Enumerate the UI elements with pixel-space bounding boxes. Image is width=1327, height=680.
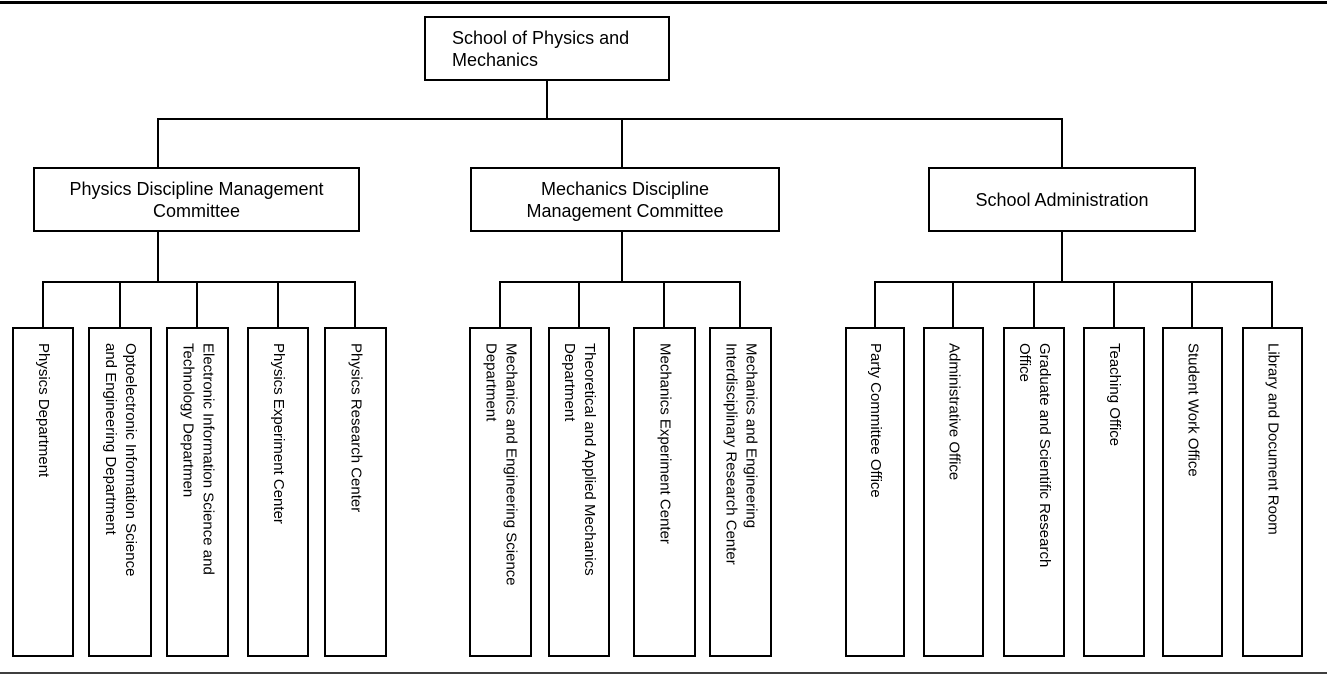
leaf-box-mechanics-interdisciplinary-research: Mechanics and Engineering Interdisciplin… [709,327,772,657]
leaf-box-administrative-office: Administrative Office [923,327,984,657]
connector-branch3-leaf3 [1033,281,1035,327]
leaf-label-student-work-office: Student Work Office [1184,343,1202,477]
leaf-box-optoelectronic-information: Optoelectronic Information Science and E… [88,327,152,657]
leaf-label-mechanics-engineering-science: Mechanics and Engineering Science Depart… [482,343,520,586]
connector-drop-branch-3 [1061,118,1063,167]
leaf-label-administrative-office: Administrative Office [945,343,963,481]
leaf-box-theoretical-applied-mechanics: Theoretical and Applied Mechanics Depart… [548,327,610,657]
connector-branch2-leaf4 [739,281,741,327]
leaf-box-physics-department: Physics Department [12,327,74,657]
branch-label-physics-discipline: Physics Discipline Management Committee [69,178,324,221]
connector-branch1-leaf2 [119,281,121,327]
connector-branch3-leaf4 [1113,281,1115,327]
root-box: School of Physics and Mechanics [424,16,670,81]
connector-branch1-drop [157,232,159,281]
leaf-box-electronic-information: Electronic Information Science and Techn… [166,327,229,657]
leaf-label-electronic-information: Electronic Information Science and Techn… [179,343,217,575]
connector-branch2-leaf3 [663,281,665,327]
leaf-label-physics-department: Physics Department [35,343,52,478]
connector-branch3-leaf1 [874,281,876,327]
leaf-label-theoretical-applied-mechanics: Theoretical and Applied Mechanics Depart… [561,343,598,576]
leaf-label-graduate-scientific-research-office: Graduate and Scientific Research Office [1016,343,1053,568]
page-bottom-rule [0,672,1327,674]
leaf-box-party-committee-office: Party Committee Office [845,327,905,657]
branch-label-school-administration: School Administration [975,189,1149,210]
root-label: School of Physics and Mechanics [452,27,630,70]
leaf-label-mechanics-interdisciplinary-research: Mechanics and Engineering Interdisciplin… [722,343,760,565]
connector-branch3-leaf5 [1191,281,1193,327]
connector-level1-bus [158,118,1062,120]
connector-root-drop [546,81,548,118]
leaf-label-party-committee-office: Party Committee Office [867,343,884,498]
connector-branch2-leaf1 [499,281,501,327]
leaf-label-physics-experiment-center: Physics Experiment Center [270,343,287,524]
connector-drop-branch-1 [157,118,159,167]
connector-branch1-leaf4 [277,281,279,327]
branch-label-mechanics-discipline: Mechanics Discipline Management Committe… [526,178,724,221]
connector-branch3-leaf2 [952,281,954,327]
connector-branch1-leaf3 [196,281,198,327]
leaf-box-mechanics-engineering-science: Mechanics and Engineering Science Depart… [469,327,532,657]
leaf-box-mechanics-experiment-center: Mechanics Experiment Center [633,327,696,657]
connector-branch2-leaf2 [578,281,580,327]
connector-branch1-bus [43,281,355,283]
branch-box-mechanics-discipline: Mechanics Discipline Management Committe… [470,167,780,232]
leaf-box-teaching-office: Teaching Office [1083,327,1145,657]
connector-branch3-leaf6 [1271,281,1273,327]
leaf-label-physics-research-center: Physics Research Center [347,343,365,513]
connector-branch2-drop [621,232,623,281]
leaf-box-physics-experiment-center: Physics Experiment Center [247,327,309,657]
connector-branch1-leaf5 [354,281,356,327]
leaf-label-optoelectronic-information: Optoelectronic Information Science and E… [102,343,139,577]
connector-branch1-leaf1 [42,281,44,327]
leaf-label-library-document-room: Library and Document Room [1264,343,1282,535]
leaf-label-teaching-office: Teaching Office [1106,343,1123,447]
leaf-label-mechanics-experiment-center: Mechanics Experiment Center [656,343,674,544]
branch-box-school-administration: School Administration [928,167,1196,232]
leaf-box-physics-research-center: Physics Research Center [324,327,387,657]
connector-branch3-drop [1061,232,1063,281]
connector-branch2-bus [500,281,740,283]
connector-drop-branch-2 [621,118,623,167]
leaf-box-library-document-room: Library and Document Room [1242,327,1303,657]
page-top-rule [0,1,1327,4]
branch-box-physics-discipline: Physics Discipline Management Committee [33,167,360,232]
leaf-box-graduate-scientific-research-office: Graduate and Scientific Research Office [1003,327,1065,657]
leaf-box-student-work-office: Student Work Office [1162,327,1223,657]
connector-branch3-bus [875,281,1272,283]
